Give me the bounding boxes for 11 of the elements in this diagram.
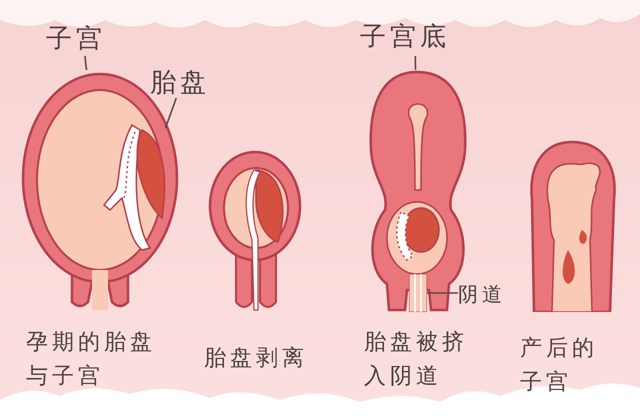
part-label: 阴道 [458,281,507,308]
caption-text: 孕期的胎盘与子宫 [26,329,157,391]
leader-line [414,56,416,70]
leader-line [427,292,458,294]
part-label: 胎盘 [150,67,211,100]
leader-line [84,56,88,70]
caption-text: 胎盘被挤入阴道 [364,329,469,391]
part-label: 子宫底 [360,21,451,54]
caption-text: 胎盘剥离 [204,345,309,373]
caption-text: 产后的子宫 [520,335,599,397]
part-label: 子宫 [46,23,107,56]
